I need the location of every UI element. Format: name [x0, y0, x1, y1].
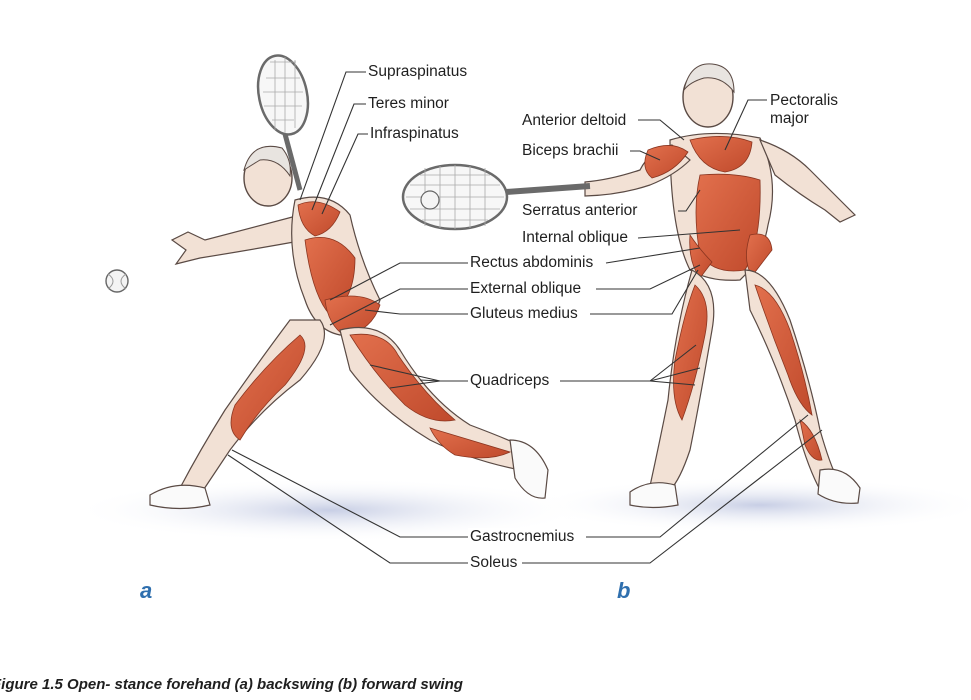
label-supraspinatus: Supraspinatus	[366, 63, 470, 81]
panel-letter-a: a	[140, 578, 153, 603]
panel-letter-b: b	[617, 578, 631, 603]
figure-a-player	[149, 54, 549, 510]
label-pectoralis-major: Pectoralis major	[770, 92, 839, 127]
label-rectus-abdominis: Rectus abdominis	[468, 254, 596, 272]
figure-caption: Figure 1.5 Open- stance forehand (a) bac…	[0, 676, 463, 693]
label-quadriceps: Quadriceps	[468, 372, 552, 390]
label-infraspinatus: Infraspinatus	[368, 125, 461, 143]
figure-b-player	[584, 63, 861, 509]
leader-lines	[227, 71, 823, 564]
tennis-ball-a	[105, 269, 129, 293]
racket-b	[401, 163, 591, 231]
label-internal-oblique: Internal oblique	[520, 229, 630, 247]
label-gastrocnemius: Gastrocnemius	[468, 528, 577, 546]
label-biceps-brachii: Biceps brachii	[520, 142, 621, 160]
label-external-oblique: External oblique	[468, 280, 584, 298]
label-gluteus-medius: Gluteus medius	[468, 305, 580, 323]
label-soleus: Soleus	[468, 554, 520, 572]
label-teres-minor: Teres minor	[366, 95, 451, 113]
label-serratus-anterior: Serratus anterior	[520, 202, 640, 220]
label-anterior-deltoid: Anterior deltoid	[520, 112, 629, 130]
racket-a	[256, 54, 310, 191]
